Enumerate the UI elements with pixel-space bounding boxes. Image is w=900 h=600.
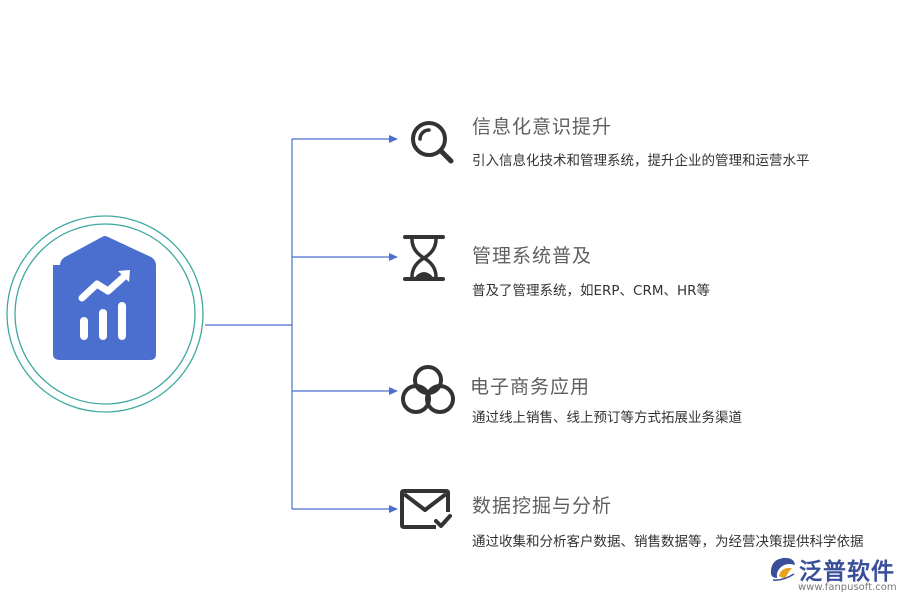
arrowhead-2 (389, 253, 398, 261)
three-circles-icon (401, 365, 455, 414)
item-description: 通过收集和分析客户数据、销售数据等，为经营决策提供科学依据 (472, 534, 864, 550)
item-title: 电子商务应用 (470, 376, 591, 398)
brand-url: www.fanpusoft.com (798, 582, 897, 593)
house-chart-icon (53, 236, 156, 360)
hub-circle (6, 215, 204, 413)
hourglass-icon (403, 235, 445, 281)
brand-mark-icon (770, 557, 795, 581)
item-description: 普及了管理系统，如ERP、CRM、HR等 (472, 283, 711, 299)
item-description: 引入信息化技术和管理系统，提升企业的管理和运营水平 (472, 153, 810, 169)
arrowhead-1 (389, 135, 398, 143)
brand-name: 泛普软件 (799, 559, 895, 585)
item-title: 信息化意识提升 (472, 116, 613, 138)
item-title: 管理系统普及 (472, 245, 593, 267)
brand-logo: 泛普软件 www.fanpusoft.com (768, 552, 897, 596)
item-description: 通过线上销售、线上预订等方式拓展业务渠道 (472, 410, 742, 426)
mail-check-icon (400, 489, 452, 529)
arrowhead-4 (389, 505, 398, 513)
search-icon (411, 121, 454, 164)
item-title: 数据挖掘与分析 (472, 495, 613, 517)
arrowhead-3 (389, 387, 398, 395)
